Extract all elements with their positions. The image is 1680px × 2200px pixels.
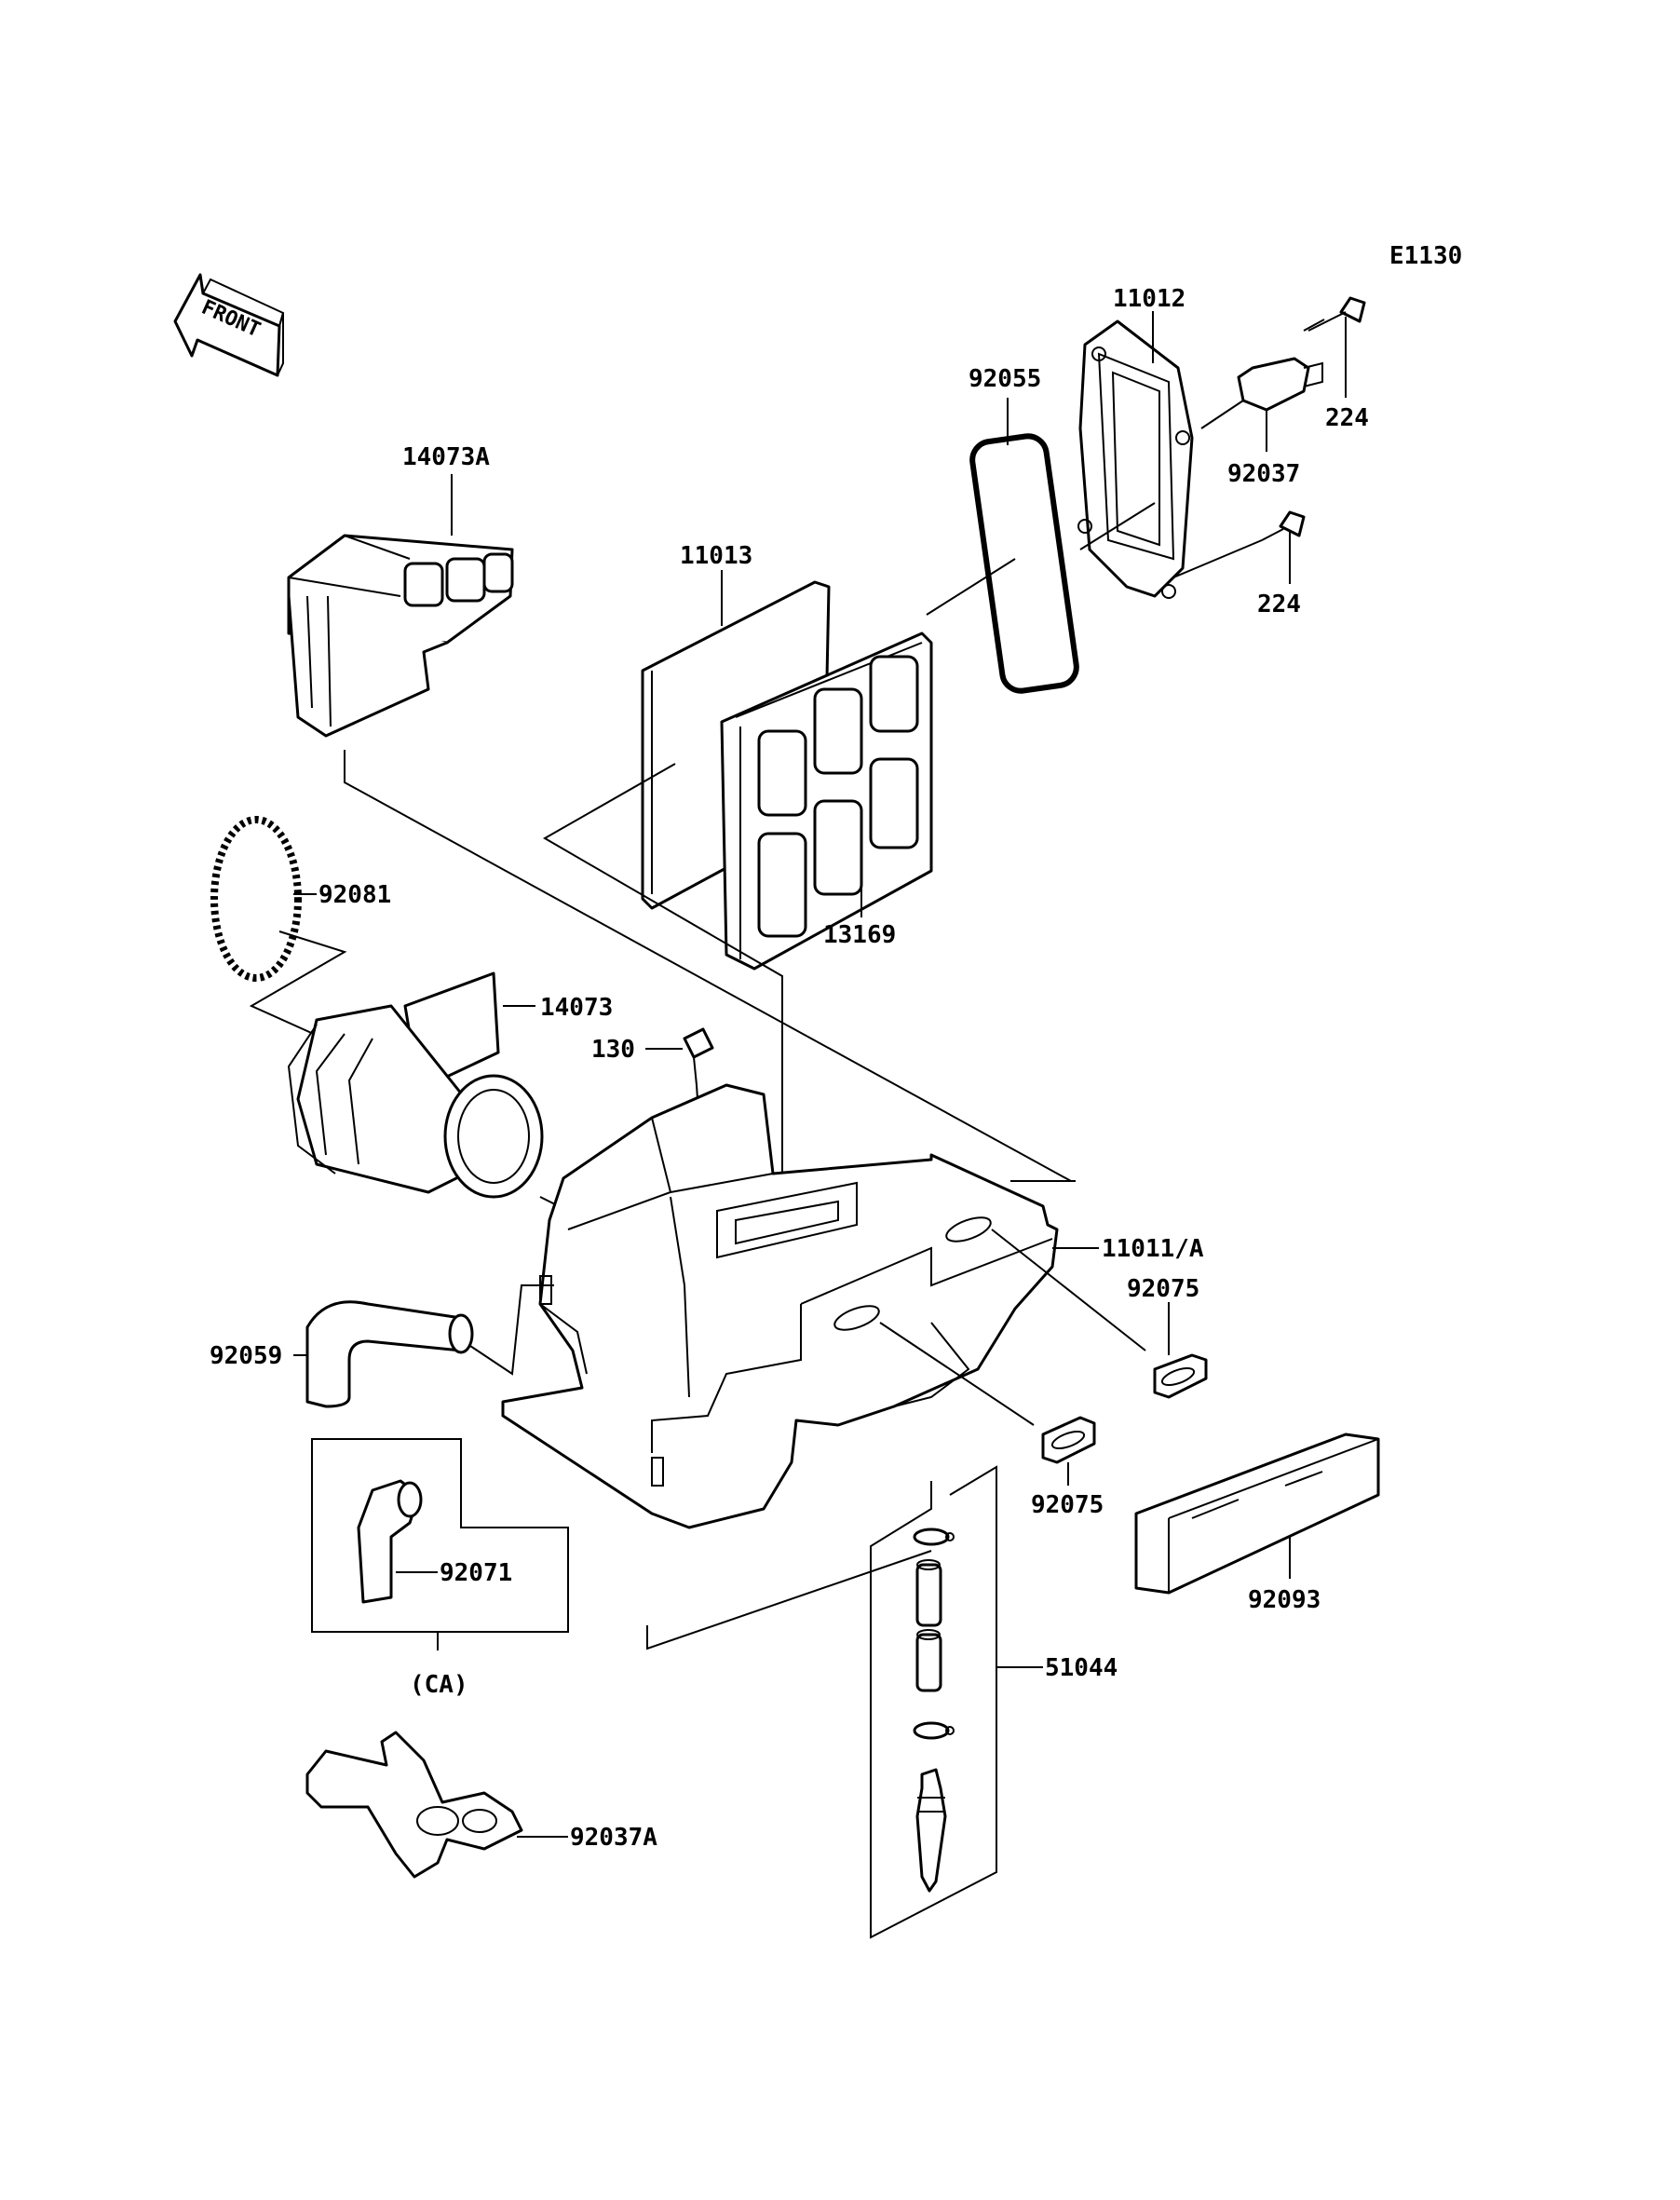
callout-14073A: 14073A	[402, 443, 490, 471]
callout-224-upper: 224	[1325, 404, 1369, 432]
callout-92037: 92037	[1227, 460, 1300, 488]
part-92081	[210, 816, 302, 982]
part-224-lower	[1261, 510, 1306, 541]
callout-14073: 14073	[540, 994, 613, 1022]
part-92037	[1237, 357, 1323, 412]
part-92071	[357, 1479, 423, 1604]
part-13169	[720, 631, 933, 971]
part-51044	[913, 1528, 955, 1893]
part-14073	[287, 971, 544, 1199]
callout-92075-lower: 92075	[1031, 1491, 1104, 1519]
part-11012	[1077, 319, 1194, 599]
part-92059	[305, 1300, 474, 1408]
callout-130: 130	[591, 1036, 635, 1064]
diagram-code: E1130	[1389, 242, 1462, 270]
part-92075-lower	[1041, 1416, 1096, 1464]
part-92075-upper	[1153, 1353, 1208, 1399]
part-92037A	[305, 1731, 523, 1879]
front-arrow-icon: FRONT	[173, 273, 285, 377]
part-224-upper	[1307, 296, 1366, 332]
part-92055	[969, 433, 1079, 694]
part-14073A	[287, 534, 514, 738]
callout-CA: (CA)	[410, 1671, 468, 1699]
callout-92059: 92059	[210, 1342, 282, 1370]
part-130	[683, 1027, 714, 1086]
callout-92055: 92055	[969, 365, 1041, 393]
callout-92071: 92071	[440, 1559, 512, 1587]
part-92093	[1134, 1433, 1380, 1595]
callout-11013: 11013	[680, 542, 752, 570]
part-11011A	[501, 1083, 1059, 1529]
callout-224-lower: 224	[1257, 591, 1301, 618]
callout-92093: 92093	[1248, 1586, 1321, 1614]
callout-92037A: 92037A	[570, 1824, 657, 1852]
callout-92075-upper: 92075	[1127, 1275, 1199, 1303]
callout-51044: 51044	[1045, 1654, 1118, 1682]
callout-92081: 92081	[318, 881, 391, 909]
callout-13169: 13169	[823, 921, 896, 949]
callout-11012: 11012	[1113, 285, 1185, 313]
callout-11011A: 11011/A	[1102, 1235, 1204, 1263]
